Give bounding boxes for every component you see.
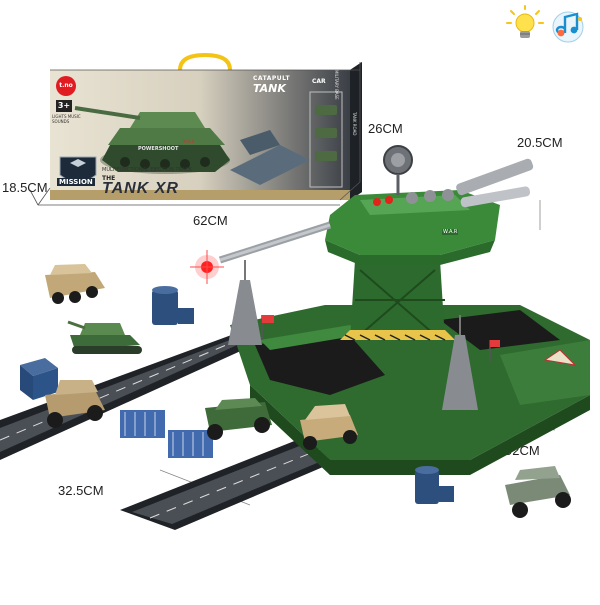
lightbulb-icon <box>506 5 544 38</box>
green-jeep-center <box>205 398 272 440</box>
car-label: CAR <box>312 78 326 85</box>
radio-tower-left <box>228 260 262 345</box>
product-box <box>30 50 370 215</box>
barrel-light <box>190 250 224 284</box>
flag-right <box>489 340 500 362</box>
radio-tower-right <box>442 315 478 410</box>
brand-logo: t.no <box>56 76 76 96</box>
armored-truck-center <box>300 404 358 450</box>
mission-logo <box>56 155 100 189</box>
toy-playset <box>0 140 600 600</box>
box-width-label: 62CM <box>193 213 228 228</box>
blue-barrel-top <box>152 286 194 325</box>
flag-left <box>261 315 274 340</box>
box-height-label: 26CM <box>368 121 403 136</box>
tank-badge: W.A.R <box>183 139 195 144</box>
catapult-label: CATAPULT <box>253 75 291 82</box>
blue-barrel-bottom <box>415 466 454 504</box>
toy-height-label: 20.5CM <box>517 135 563 150</box>
tank-tower <box>340 260 455 341</box>
music-note-icon <box>552 11 584 43</box>
fence-1 <box>120 410 165 438</box>
mission-label: MISSION <box>57 178 95 186</box>
the-label: THE <box>102 175 116 182</box>
age-badge: 3+ <box>56 100 72 112</box>
feature-icons <box>505 5 590 45</box>
toy-depth-label: 32.5CM <box>58 483 104 498</box>
road-left <box>0 330 265 460</box>
tank-label: TANK <box>253 82 286 95</box>
armored-car-tan <box>45 264 105 304</box>
side-text-road: TANK ROAD <box>352 112 357 136</box>
box-depth-label: 18.5CM <box>2 180 48 195</box>
tank-turret <box>218 145 534 265</box>
desert-jeep-left <box>45 380 105 428</box>
dune-buggy-right <box>505 466 571 518</box>
blue-crate <box>20 358 58 400</box>
box-subtitle: MULTIFUNCTIONAL EJECTION TRACK <box>102 167 192 173</box>
side-text-military: MILITARY BASE <box>334 70 339 100</box>
tank-side-text: POWERSHOOT <box>138 146 179 152</box>
green-tank-small <box>67 320 142 354</box>
age-caption: LIGHTS MUSIC SOUNDS <box>52 114 81 124</box>
box-title: TANK XR <box>102 180 179 197</box>
fence-2 <box>168 430 213 458</box>
turret-badge: W.A.R <box>442 229 459 235</box>
